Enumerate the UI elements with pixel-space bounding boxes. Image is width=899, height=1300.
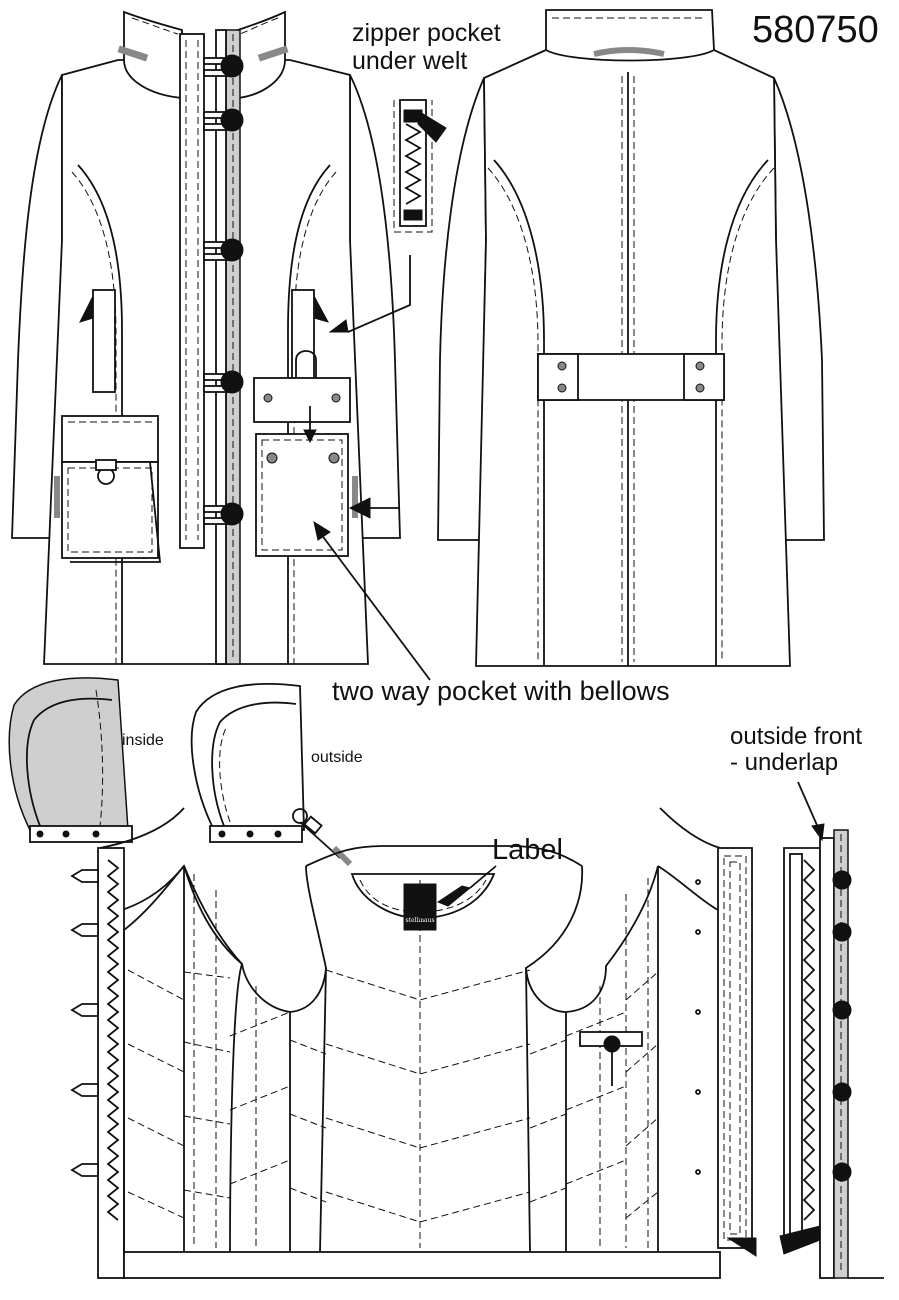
callout-hood-inside: inside	[122, 732, 164, 749]
coat-back-view	[437, 9, 825, 667]
zipper-pocket-detail	[393, 99, 447, 233]
callout-zipper-pocket-line2: under welt	[352, 46, 468, 75]
style-number: 580750	[752, 9, 879, 51]
left-pocket-flap	[61, 415, 159, 463]
callout-two-way-pocket: two way pocket with bellows	[332, 676, 670, 706]
coat-front-view	[11, 10, 431, 681]
front-right-sleeve	[349, 74, 401, 539]
outside-front-underlap	[779, 781, 884, 1279]
front-toggle-buttons	[203, 54, 244, 526]
callout-zipper-pocket: zipper pocket under welt	[352, 19, 501, 75]
right-pocket-bag	[255, 433, 349, 557]
callout-outside-front-line1: outside front	[730, 723, 863, 750]
callout-hood-outside: outside	[311, 749, 363, 766]
hood-outside-view	[190, 683, 353, 867]
callout-label: Label	[492, 834, 563, 866]
callout-zipper-pocket-line1: zipper pocket	[352, 19, 501, 47]
left-pocket-bag	[61, 461, 159, 559]
callout-outside-front: outside front - underlap	[730, 723, 863, 777]
front-left-sleeve	[11, 74, 63, 539]
callout-outside-front-line2: - underlap	[730, 749, 839, 777]
inside-left-facing	[97, 847, 125, 1279]
front-placket	[179, 33, 205, 549]
hood-inside-view	[8, 677, 133, 843]
brand-label-text: stellmaus	[405, 917, 434, 924]
coat-inside-view: stellmaus	[70, 807, 757, 1279]
inside-toggle-loops	[70, 869, 99, 1177]
inside-right-facing	[695, 847, 757, 1257]
left-chest-welt	[92, 289, 116, 393]
